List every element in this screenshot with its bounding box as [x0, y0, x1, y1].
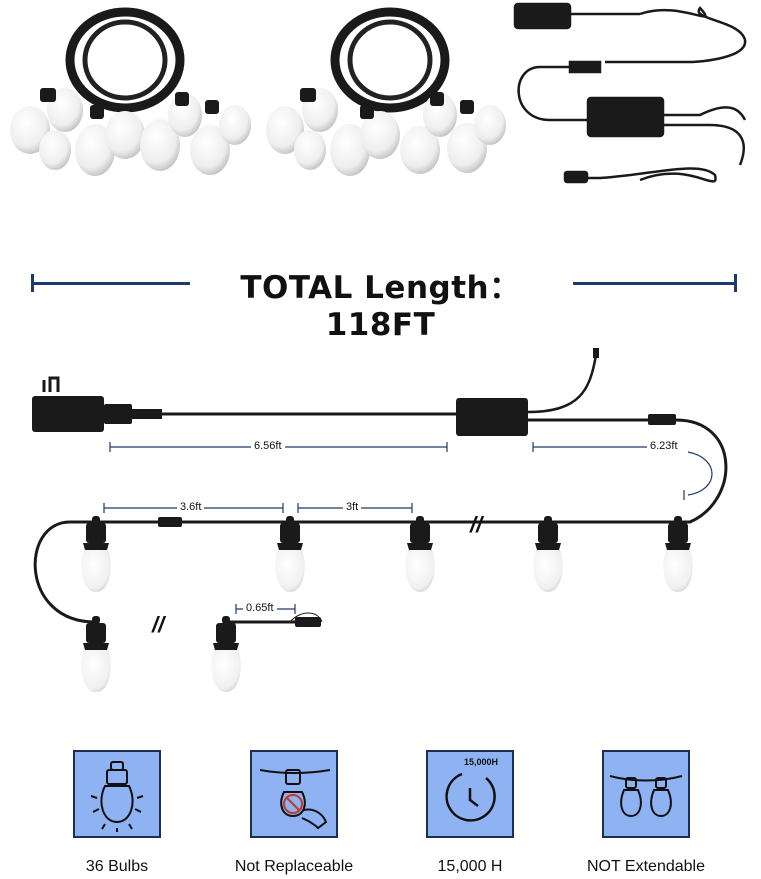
feature-label-lifespan: 15,000 H	[437, 858, 503, 875]
dim-label-controller: 6.23ft	[647, 440, 681, 452]
bulb	[211, 616, 241, 692]
no-replace-bulb-icon	[259, 769, 331, 830]
product-photos	[10, 2, 747, 184]
page-title: TOTAL Length：118FT	[240, 270, 521, 343]
dim-label-spacing-first: 3.6ft	[177, 501, 205, 513]
feature-label-not-replaceable: Not Replaceable	[234, 858, 354, 875]
bulb-coil-photo-2	[266, 7, 506, 176]
cable-segment	[33, 520, 420, 624]
title-rule-left-cap	[31, 274, 34, 292]
bulb	[533, 516, 563, 592]
bulb	[663, 516, 693, 592]
feature-label-not-extendable: NOT Extendable	[587, 858, 705, 875]
dim-label-end-lead: 0.65ft	[243, 602, 277, 614]
feature-label-bulbs: 36 Bulbs	[85, 858, 149, 875]
feature-lifespan-box: 15,000H	[426, 750, 514, 838]
title-rule-right	[573, 282, 737, 285]
break-mark: //	[470, 512, 483, 537]
total-length-banner: TOTAL Length：118FT	[0, 258, 761, 343]
power-adapter-photo	[513, 2, 747, 184]
bulb	[81, 616, 111, 692]
wiring-diagram	[32, 348, 728, 692]
connector	[158, 517, 182, 527]
bulb	[81, 516, 111, 592]
bulb	[405, 516, 435, 592]
bulb-coil-photo	[10, 7, 251, 176]
bulb-icon	[90, 761, 144, 832]
feature-bulbs-box	[73, 750, 161, 838]
dimension-lines	[103, 442, 713, 614]
feature-not-extendable-box	[602, 750, 690, 838]
dim-label-adapter: 6.56ft	[251, 440, 285, 452]
clock-icon	[445, 772, 496, 822]
dim-label-spacing: 3ft	[343, 501, 362, 513]
end-connector	[295, 617, 321, 627]
power-adapter	[32, 376, 162, 432]
controller-box	[420, 348, 728, 524]
bulb	[275, 516, 305, 592]
string-lights-icon	[609, 775, 683, 818]
title-rule-left	[32, 282, 190, 285]
lifespan-badge: 15,000H	[464, 757, 499, 767]
title-rule-right-cap	[734, 274, 737, 292]
break-mark: //	[152, 612, 165, 637]
feature-not-replaceable-box	[250, 750, 338, 838]
